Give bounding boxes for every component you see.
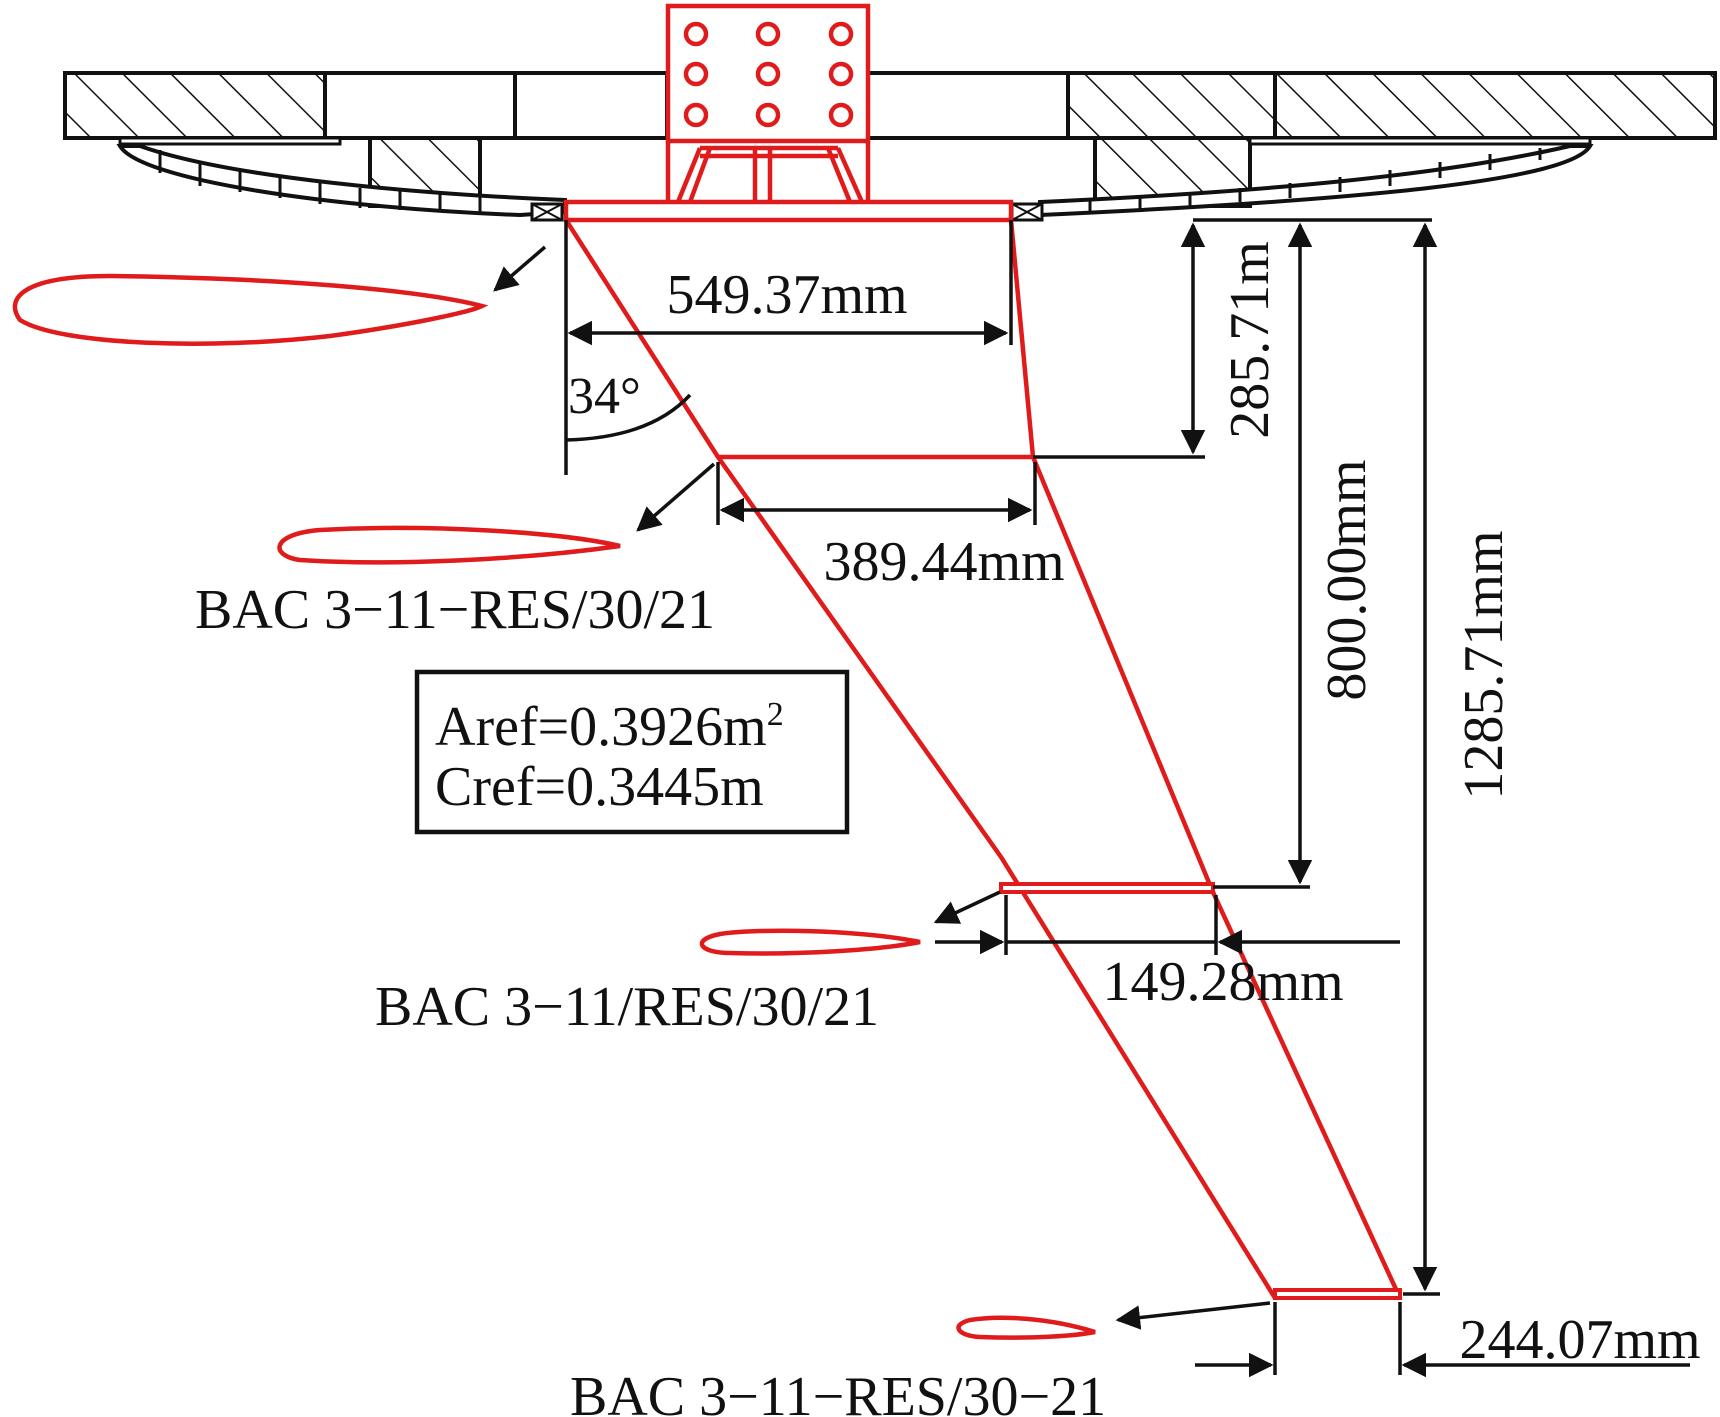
cref-label: Cref=0.3445m bbox=[435, 756, 764, 818]
aref-label: Aref=0.3926m2 bbox=[435, 696, 784, 758]
span-total-label: 1285.71mm bbox=[1453, 530, 1515, 799]
airfoil-section-2-label: BAC 3−11−RES/30/21 bbox=[195, 579, 715, 641]
mounting-bracket bbox=[665, 3, 871, 203]
reference-box: Aref=0.3926m2 Cref=0.3445m bbox=[414, 669, 850, 835]
fuselage-wall bbox=[63, 71, 1717, 140]
root-chord-label: 549.37mm bbox=[666, 264, 907, 326]
airfoil-section-3-label: BAC 3−11/RES/30/21 bbox=[375, 976, 879, 1038]
chord-3-label: 149.28mm bbox=[1102, 951, 1343, 1013]
sweep-angle-label: 34° bbox=[568, 368, 641, 425]
airfoil-section-3 bbox=[699, 890, 1001, 956]
airfoil-tip-label: BAC 3−11−RES/30−21 bbox=[570, 1366, 1106, 1417]
tip-chord-label: 244.07mm bbox=[1459, 1309, 1700, 1371]
fairing-left bbox=[116, 144, 567, 222]
span-2-label: 800.00mm bbox=[1316, 459, 1378, 700]
airfoil-tip bbox=[956, 1301, 1271, 1340]
span-1-label: 285.71m bbox=[1219, 241, 1281, 439]
airfoil-section-2 bbox=[277, 462, 716, 565]
airfoil-root bbox=[12, 245, 547, 346]
fairing-right bbox=[1010, 144, 1594, 222]
chord-2-label: 389.44mm bbox=[823, 531, 1064, 593]
dimension-lines bbox=[564, 218, 1690, 1378]
